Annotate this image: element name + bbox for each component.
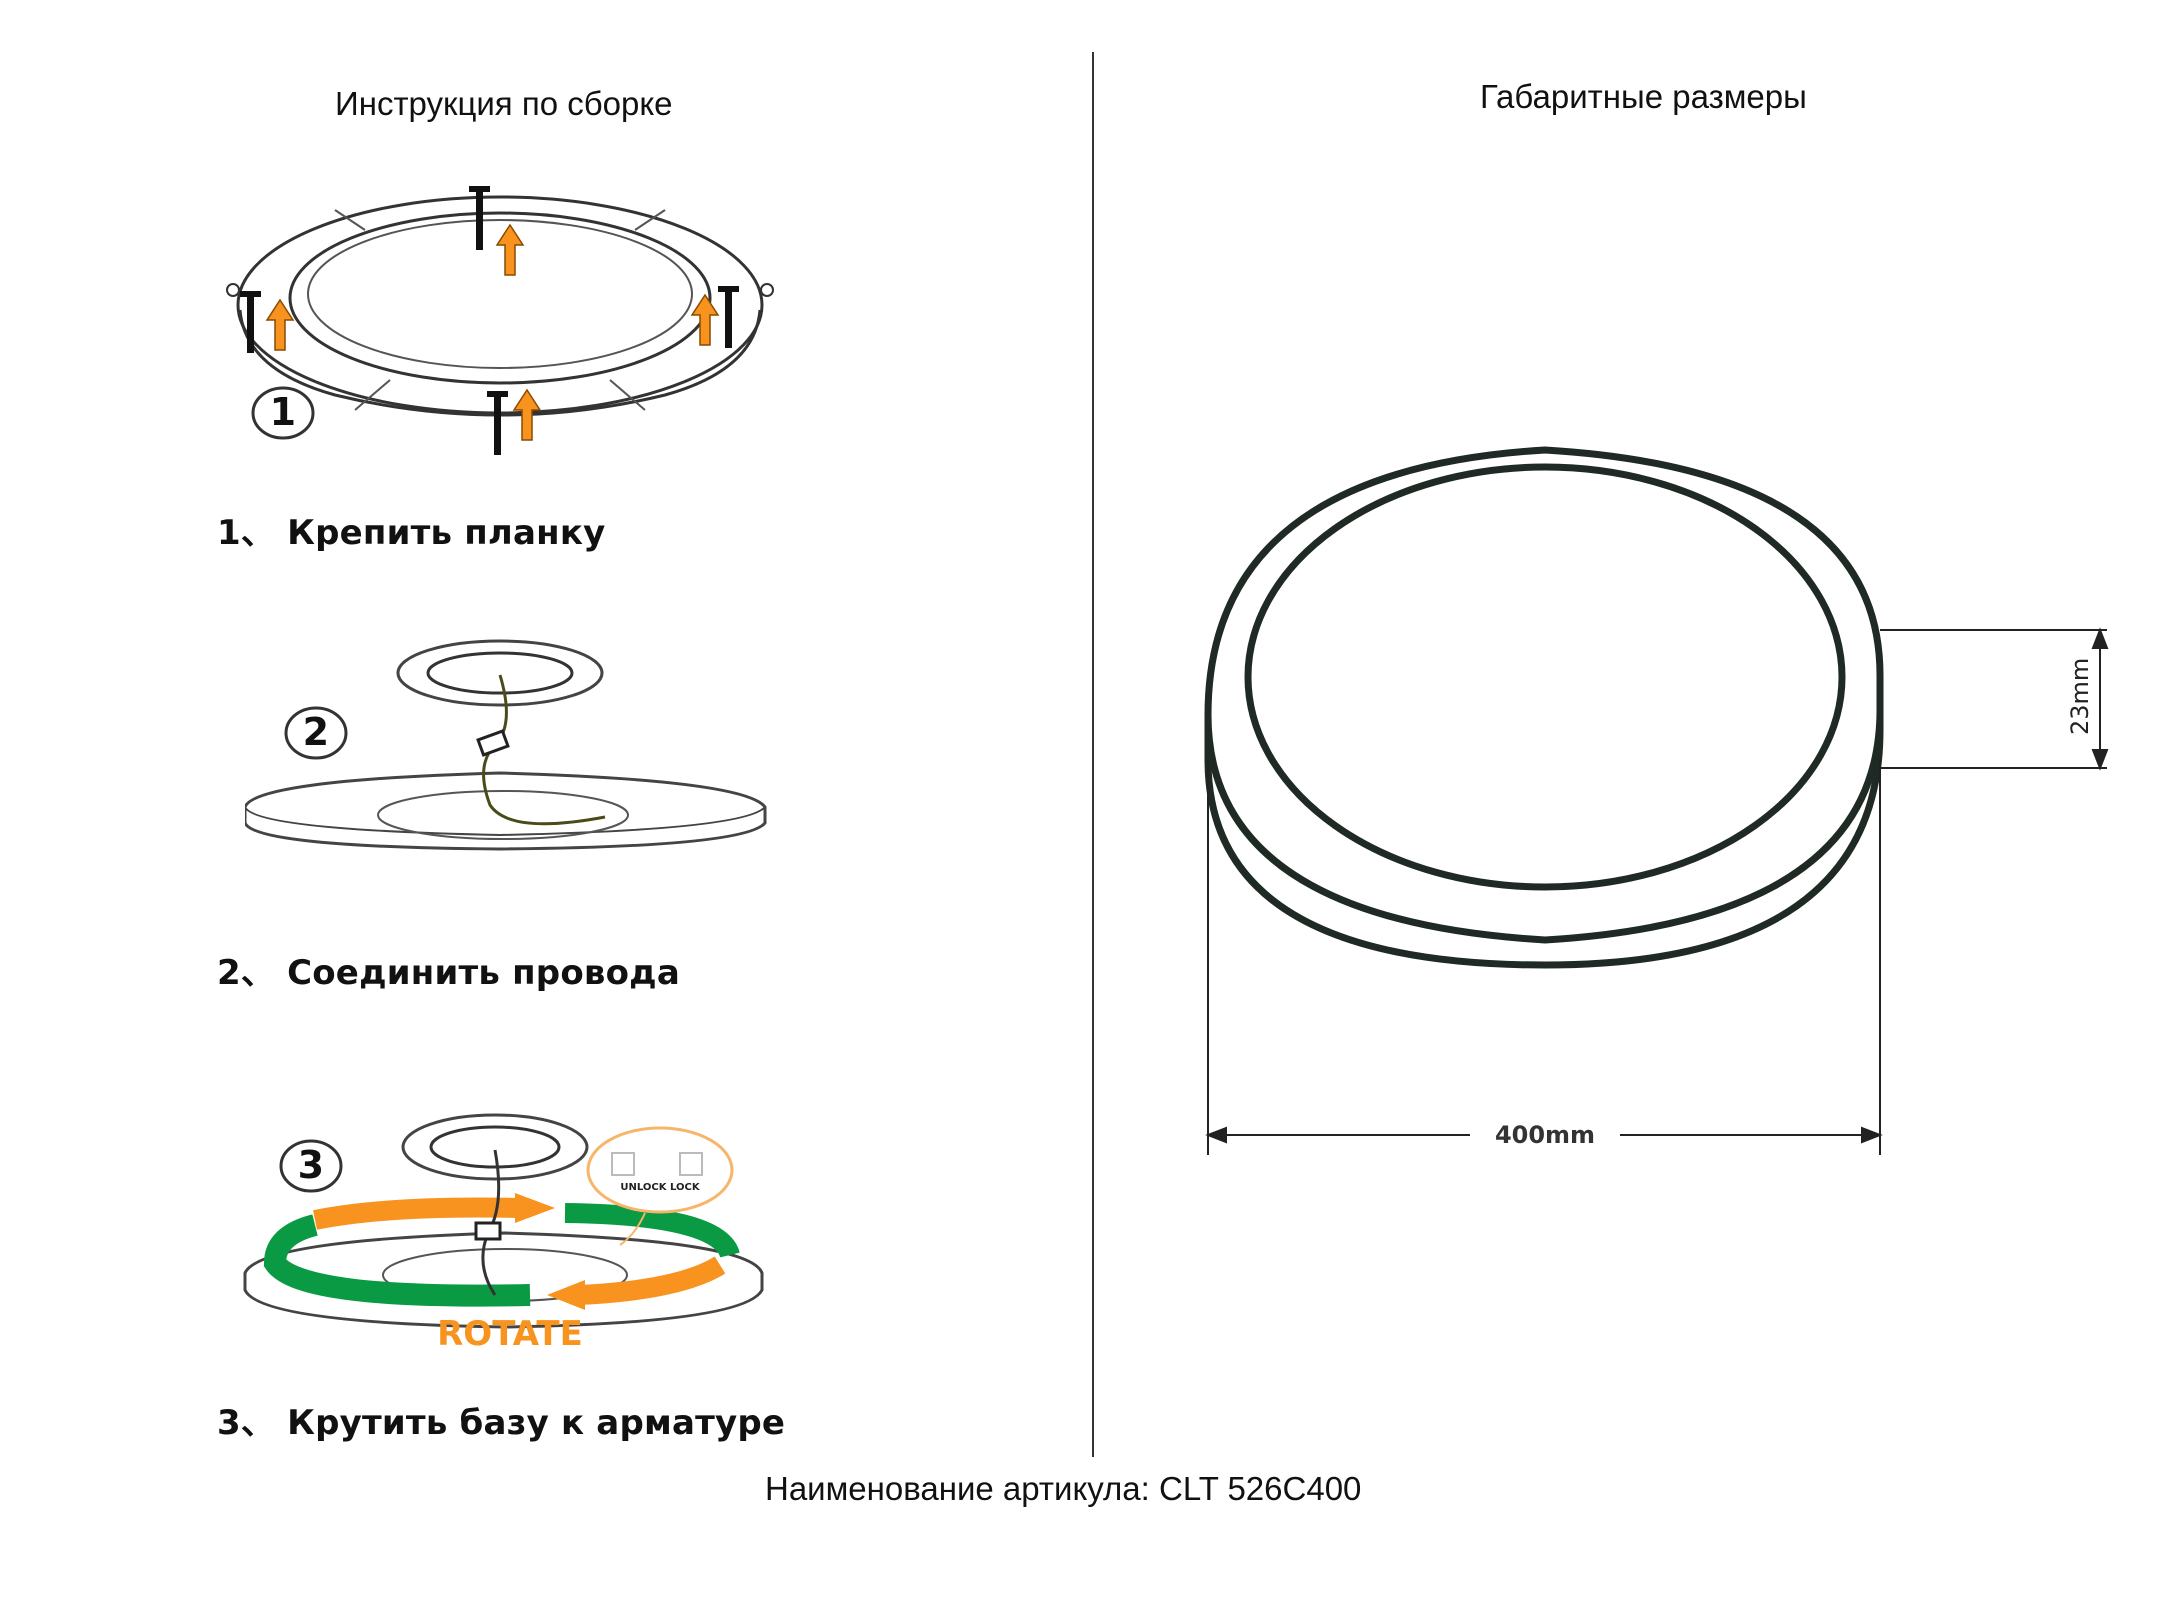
step2-badge-number: 2 bbox=[302, 710, 330, 754]
step1-caption: 1、 Крепить планку bbox=[217, 513, 606, 553]
article-name: Наименование артикула: CLT 526C400 bbox=[765, 1470, 1362, 1507]
step3-illustration: UNLOCK LOCK ROTATE bbox=[243, 1113, 764, 1354]
step2-caption: 2、 Соединить провода bbox=[217, 953, 680, 993]
dimensions-drawing: 23mm 400mm bbox=[1204, 446, 2109, 1155]
step1-illustration bbox=[226, 186, 774, 455]
column-divider bbox=[1092, 52, 1094, 1457]
rotate-label: ROTATE bbox=[437, 1314, 583, 1354]
step3-caption: 3、 Крутить базу к арматуре bbox=[217, 1403, 786, 1443]
assembly-title: Инструкция по сборке bbox=[335, 85, 673, 122]
step3-badge bbox=[279, 1139, 343, 1193]
step2-badge bbox=[284, 706, 348, 760]
lock-label: UNLOCK LOCK bbox=[620, 1182, 700, 1193]
dimensions-title: Габаритные размеры bbox=[1480, 78, 1807, 115]
step1-badge bbox=[251, 386, 315, 440]
step3-badge-number: 3 bbox=[297, 1143, 325, 1187]
step1-badge-number: 1 bbox=[269, 390, 297, 434]
screw-icon bbox=[240, 186, 739, 455]
step2-illustration bbox=[245, 639, 767, 851]
up-arrow-icon bbox=[265, 223, 720, 441]
width-dimension-label: 400mm bbox=[1495, 1121, 1595, 1149]
height-dimension-label: 23mm bbox=[2066, 658, 2094, 735]
